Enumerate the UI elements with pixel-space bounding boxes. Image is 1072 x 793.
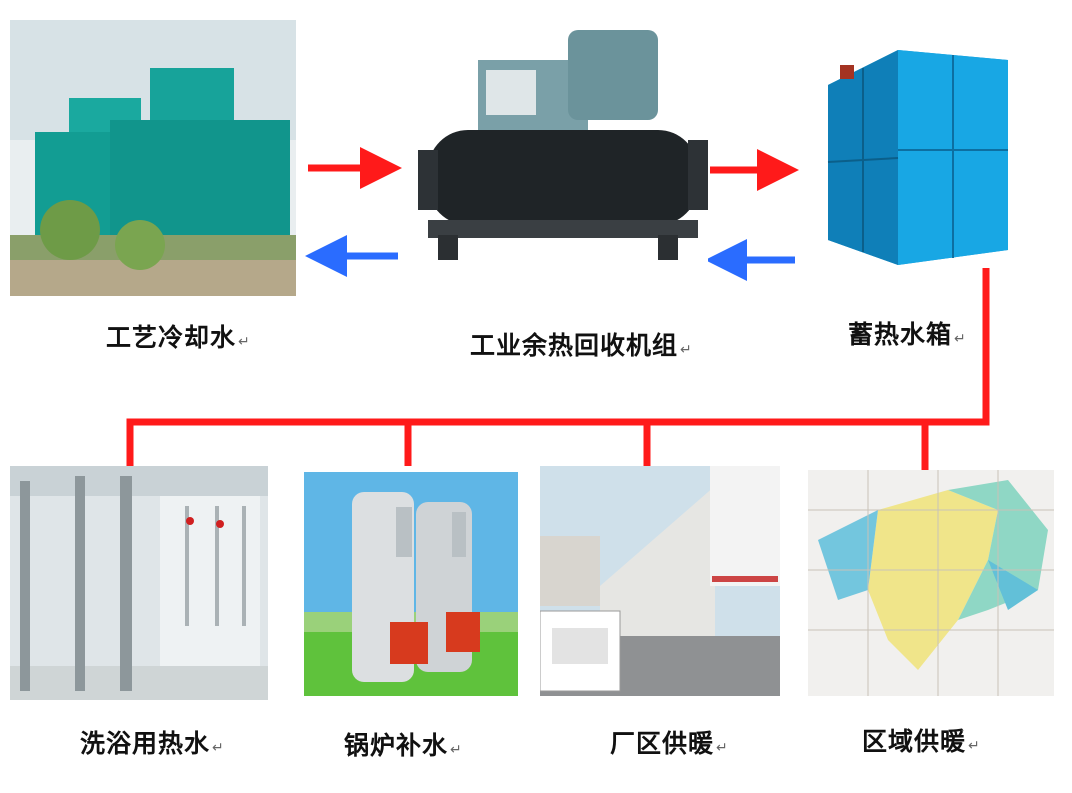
distribution-pipe (126, 268, 990, 468)
label-heat-storage-tank: 蓄热水箱↵ (848, 320, 967, 349)
bath-hot-water-image (10, 466, 268, 700)
label-bath-hot-water: 洗浴用热水↵ (80, 729, 225, 758)
label-district-heating: 区域供暖↵ (862, 727, 981, 756)
boiler-image (304, 472, 518, 696)
heat-storage-tank-image (818, 40, 1018, 268)
heat-recovery-unit-image (408, 25, 708, 267)
label-boiler-feedwater: 锅炉补水↵ (344, 731, 463, 760)
label-factory-heating: 厂区供暖↵ (610, 729, 729, 758)
factory-heating-image (540, 466, 780, 696)
district-heating-map-image (808, 470, 1054, 696)
cooling-tower-image (10, 20, 296, 296)
label-process-cooling-water: 工艺冷却水↵ (106, 323, 251, 352)
label-heat-recovery-unit: 工业余热回收机组↵ (470, 331, 693, 360)
